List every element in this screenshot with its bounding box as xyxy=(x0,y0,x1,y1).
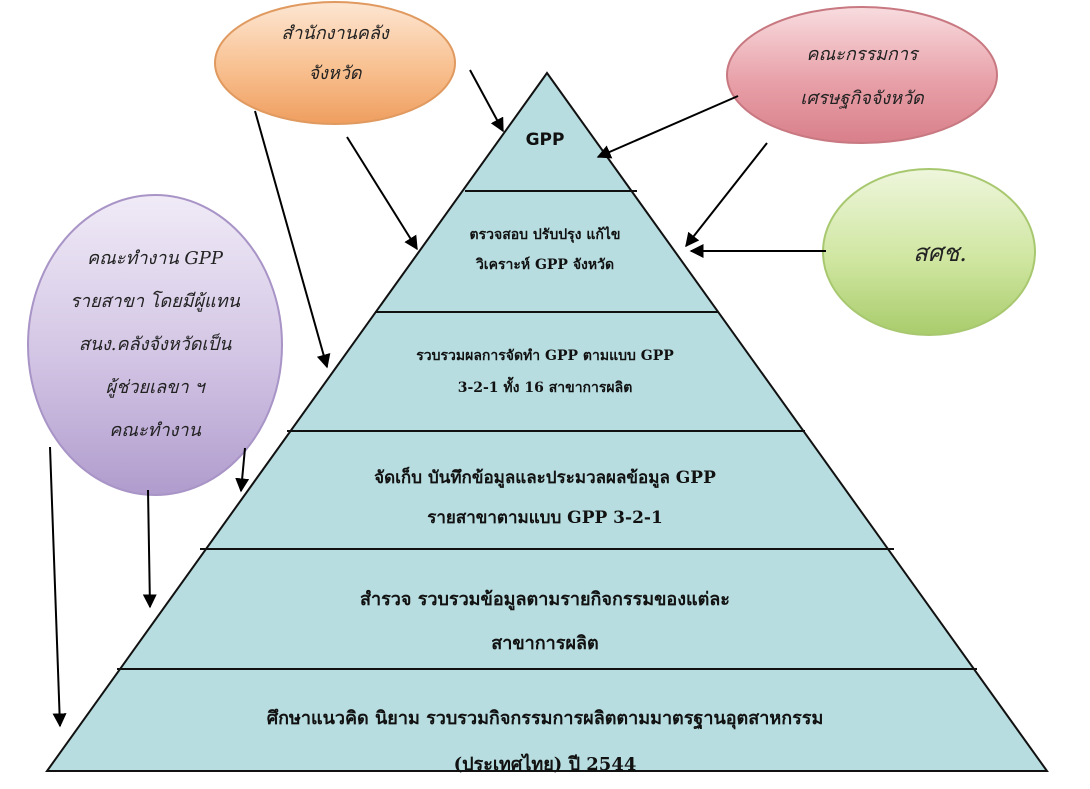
provincial-treasury-line-1: สำนักงานคลัง xyxy=(281,23,389,44)
economic-committee-label: คณะกรรมการ เศรษฐกิจจังหวัด xyxy=(737,33,987,121)
arrow-committee-to-gpp xyxy=(596,95,739,159)
level-1-label: GPP xyxy=(0,128,1090,152)
provincial-treasury-label: สำนักงานคลัง จังหวัด xyxy=(225,14,445,94)
level-5-line-2: สาขาการผลิต xyxy=(491,633,599,654)
level-6-line-1: ศึกษาแนวคิด นิยาม รวบรวมกิจกรรมการผลิตตา… xyxy=(266,708,824,729)
provincial-treasury-ellipse xyxy=(214,1,456,125)
level-3-label: รวบรวมผลการจัดทำ GPP ตามแบบ GPP 3-2-1 ทั… xyxy=(0,340,1090,404)
gpp-working-group-ellipse xyxy=(27,194,283,496)
pyramid-shape xyxy=(45,71,1049,772)
arrow-workgroup-to-study xyxy=(49,446,67,728)
arrow-treasury-to-gpp xyxy=(469,69,504,133)
gpp-working-group-line-1: คณะทำงาน GPP xyxy=(87,248,223,269)
level-5-label: สำรวจ รวบรวมข้อมูลตามรายกิจกรรมของแต่ละ … xyxy=(0,578,1090,666)
provincial-treasury-line-2: จังหวัด xyxy=(308,63,362,84)
level-4-line-1: จัดเก็บ บันทึกข้อมูลและประมวลผลข้อมูล GP… xyxy=(374,468,716,488)
economic-committee-line-2: เศรษฐกิจจังหวัด xyxy=(800,88,924,109)
level-5-line-1: สำรวจ รวบรวมข้อมูลตามรายกิจกรรมของแต่ละ xyxy=(360,589,730,610)
nesdb-label: สศช. xyxy=(880,236,1000,270)
gpp-working-group-line-2: รายสาขา โดยมีผู้แทน xyxy=(70,291,240,312)
arrow-workgroup-to-storage xyxy=(235,447,250,493)
gpp-working-group-line-3: สนง.คลังจังหวัดเป็น xyxy=(78,334,232,355)
gpp-working-group-line-4: ผู้ช่วยเลขา ฯ xyxy=(105,377,205,398)
level-2-line-2: วิเคราะห์ GPP จังหวัด xyxy=(475,257,615,273)
arrow-treasury-to-review xyxy=(346,136,418,251)
level-3-line-1: รวบรวมผลการจัดทำ GPP ตามแบบ GPP xyxy=(416,348,674,364)
level-1-line-1: GPP xyxy=(525,130,565,150)
gpp-working-group-label: คณะทำงาน GPP รายสาขา โดยมีผู้แทน สนง.คลั… xyxy=(45,237,265,452)
arrow-treasury-to-compile xyxy=(254,110,331,369)
level-4-line-2: รายสาขาตามแบบ GPP 3-2-1 xyxy=(427,508,663,528)
arrow-workgroup-to-survey xyxy=(142,489,157,609)
gpp-working-group-line-5: คณะทำงาน xyxy=(109,420,201,441)
level-3-line-2: 3-2-1 ทั้ง 16 สาขาการผลิต xyxy=(457,380,633,396)
level-6-line-2: (ประเทศไทย) ปี 2544 xyxy=(453,754,637,775)
level-2-line-1: ตรวจสอบ ปรับปรุง แก้ไข xyxy=(469,227,621,243)
level-4-label: จัดเก็บ บันทึกข้อมูลและประมวลผลข้อมูล GP… xyxy=(0,458,1090,538)
economic-committee-line-1: คณะกรรมการ xyxy=(806,44,918,65)
level-2-label: ตรวจสอบ ปรับปรุง แก้ไข วิเคราะห์ GPP จัง… xyxy=(0,220,1090,280)
economic-committee-ellipse xyxy=(726,6,998,144)
nesdb-line-1: สศช. xyxy=(913,239,967,267)
arrow-committee-to-review xyxy=(685,142,768,248)
level-6-label: ศึกษาแนวคิด นิยาม รวบรวมกิจกรรมการผลิตตา… xyxy=(0,696,1090,788)
